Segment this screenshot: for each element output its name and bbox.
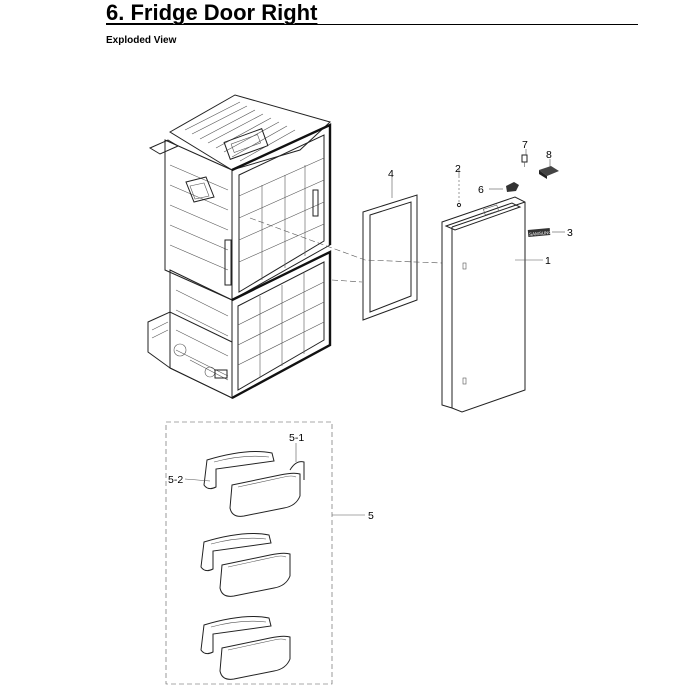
title-rule (106, 24, 638, 25)
hinge-cover-part-6 (506, 182, 519, 192)
page-title: 6. Fridge Door Right (106, 0, 318, 25)
logo-badge-part-3: SAMSUNG (527, 228, 553, 237)
callout-5: 5 (368, 510, 374, 522)
leader-lines (184, 149, 565, 516)
pin-part-7 (521, 154, 528, 167)
door-bin-pair-3 (200, 616, 291, 680)
callout-4: 4 (388, 168, 394, 180)
callout-5-2: 5-2 (168, 474, 183, 486)
bracket-part-8 (539, 166, 559, 179)
assembly-guide-line-lower (331, 279, 363, 283)
callout-5-1: 5-1 (289, 432, 304, 444)
section-subtitle: Exploded View (106, 35, 177, 46)
assembly-guide-line (249, 217, 443, 264)
door-bins-assembly-part-5 (165, 421, 333, 685)
door-bin-pair-1 (203, 451, 305, 517)
callout-8: 8 (546, 149, 552, 161)
logo-badge-text: SAMSUNG (529, 230, 553, 237)
fridge-cabinet (147, 94, 332, 400)
door-bin-pair-2 (200, 533, 291, 597)
door-panel-part-1 (441, 196, 526, 413)
callout-2: 2 (455, 163, 461, 175)
screw-part-2 (456, 176, 462, 208)
door-gasket-part-4 (362, 194, 418, 321)
callout-7: 7 (522, 139, 528, 151)
callout-6: 6 (478, 184, 484, 196)
callout-3: 3 (567, 227, 573, 239)
callout-1: 1 (545, 255, 551, 267)
